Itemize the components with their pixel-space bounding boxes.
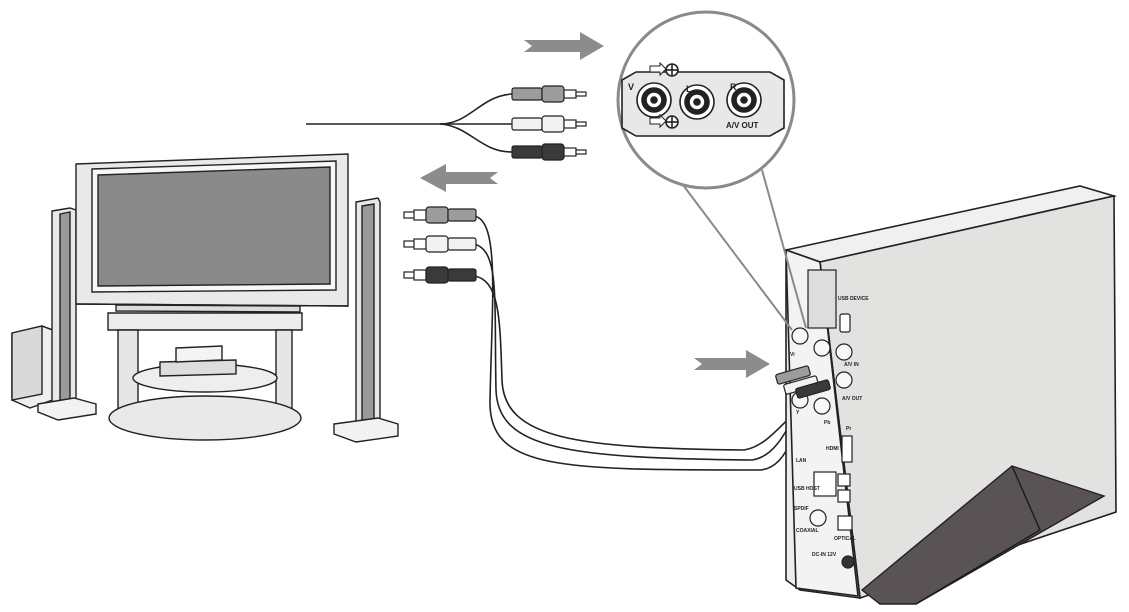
usb-device-port (839, 313, 851, 333)
label-usb-device: USB DEVICE (838, 296, 869, 302)
rca-jack-right (726, 82, 762, 118)
av-cable-plugs (403, 206, 477, 284)
tv-stand (107, 312, 303, 441)
label-lan: LAN (796, 458, 807, 464)
label-optical: OPTICAL (834, 536, 856, 542)
composite-plug-icon (403, 235, 477, 253)
port-label-right: R (730, 82, 737, 92)
label-av-in: A/V IN (844, 362, 859, 368)
hdmi-port (841, 435, 853, 463)
label-coaxial: COAXIAL (796, 528, 819, 534)
label-dc-in: DC-IN 12V (812, 552, 837, 558)
back-panel-ports (791, 269, 855, 569)
back-panel-labels: USB DEVICE A/V IN A/V OUT Vi Y Pb Pr HDM… (790, 296, 869, 558)
av-out-label: A/V OUT (726, 121, 759, 130)
rca-jack-left (679, 84, 715, 120)
usb-host-port (837, 489, 851, 503)
av-cable (473, 215, 821, 471)
lan-port (813, 471, 837, 497)
label-hdmi: HDMI (826, 446, 839, 452)
label-vi: Vi (790, 352, 795, 358)
tv-input-cable (306, 93, 513, 153)
device-stand (860, 465, 1106, 605)
label-pr: Pr (846, 426, 851, 432)
left-speaker (37, 207, 97, 421)
composite-plug-icon (403, 266, 477, 284)
arrow-right-icon (694, 350, 770, 378)
arrow-left-icon (420, 164, 498, 192)
label-spdif: SPDIF (794, 506, 809, 512)
port-label-video: V (628, 82, 634, 92)
port-label-left: L (686, 84, 692, 94)
composite-plug-icon (403, 206, 477, 224)
optical-port (837, 515, 853, 531)
zoom-callout: V L R A/V OUT (616, 10, 807, 331)
tv-cable-plugs (511, 85, 587, 161)
composite-plug-icon (511, 85, 587, 103)
tv-screen (97, 166, 331, 287)
vent-grille (807, 269, 837, 329)
inserted-plugs (775, 365, 831, 399)
home-theater-system (11, 153, 399, 443)
av-out-plate (621, 61, 785, 137)
usb-host-port (837, 473, 851, 487)
label-usb-host: USB HOST (794, 486, 820, 492)
screw-icon (665, 115, 679, 129)
arrow-right-icon (649, 61, 667, 77)
screw-icon (665, 63, 679, 77)
composite-plug-icon (511, 115, 587, 133)
label-av-out: A/V OUT (842, 396, 862, 402)
arrow-right-icon (649, 113, 667, 129)
subwoofer (11, 325, 59, 409)
rca-jack-video (636, 82, 672, 118)
tv (75, 153, 349, 313)
label-y: Y (796, 410, 800, 416)
composite-plug-icon (511, 143, 587, 161)
arrow-right-icon (524, 32, 604, 60)
right-speaker (333, 197, 399, 443)
label-pb: Pb (824, 420, 830, 426)
